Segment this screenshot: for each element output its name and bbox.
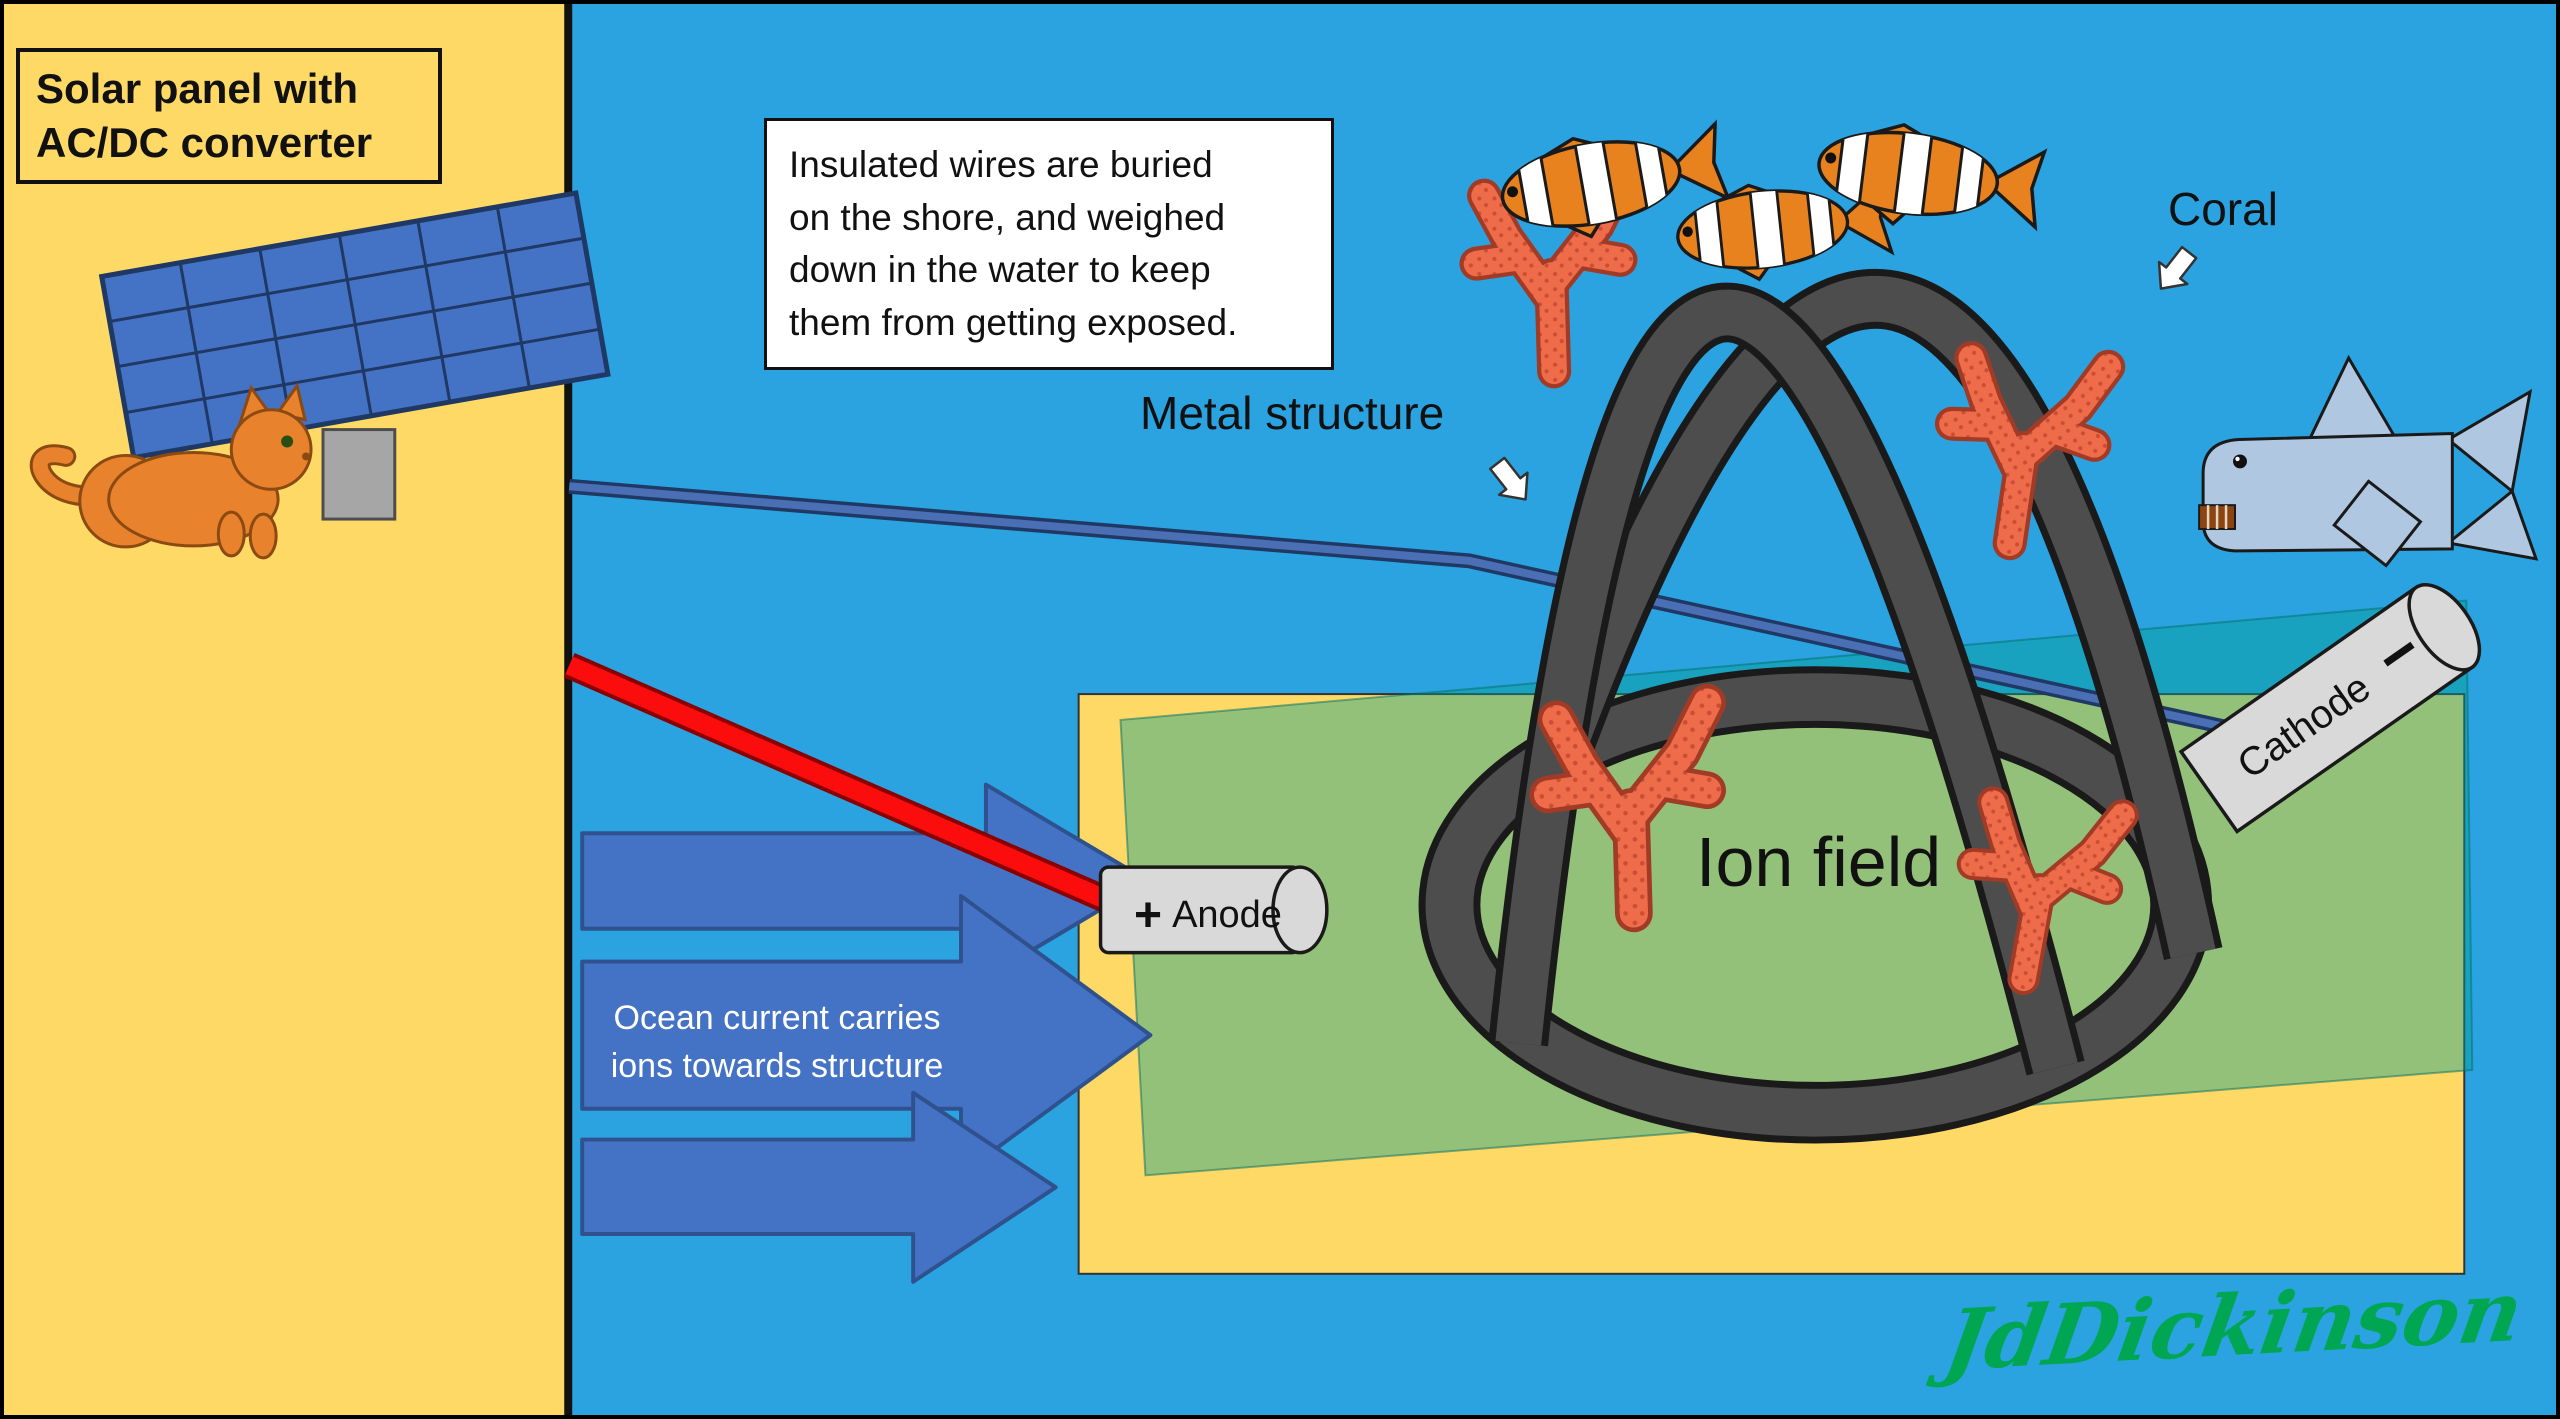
anode-label-text: Anode: [1172, 893, 1282, 936]
current-arrow-2: [580, 893, 1153, 1177]
anode-plus-sign: +: [1134, 888, 1163, 942]
solar-panel: [98, 190, 611, 461]
cathode-wire: [568, 482, 2293, 746]
shark-eye: [2233, 454, 2247, 469]
shore-water-boundary: [564, 4, 573, 1415]
ocean-current-label: Ocean current carries ions towards struc…: [610, 999, 944, 1086]
anode-cylinder: [1098, 865, 1329, 955]
converter-box: [321, 428, 397, 521]
shark-pectoral-fin: [2332, 479, 2423, 568]
coral-label: Coral: [2168, 183, 2278, 235]
anode-wire: [565, 656, 1120, 913]
cat-eye: [281, 435, 294, 448]
cat: [29, 382, 313, 560]
shark: [2198, 354, 2539, 568]
metal-structure: [1418, 269, 2223, 1144]
cathode-cylinder: Cathode −: [2178, 582, 2482, 834]
ion-field-label: Ion field: [1696, 823, 1942, 901]
metal-structure-label: Metal structure: [1140, 387, 1445, 439]
anode-label: + Anode: [1118, 880, 1298, 950]
shark-mouth: [2198, 504, 2237, 531]
solar-panel-label-box: Solar panel with AC/DC converter: [16, 48, 442, 184]
current-arrow-3: [580, 1090, 1058, 1284]
insulated-wires-note: Insulated wires are buried on the shore,…: [764, 118, 1334, 371]
